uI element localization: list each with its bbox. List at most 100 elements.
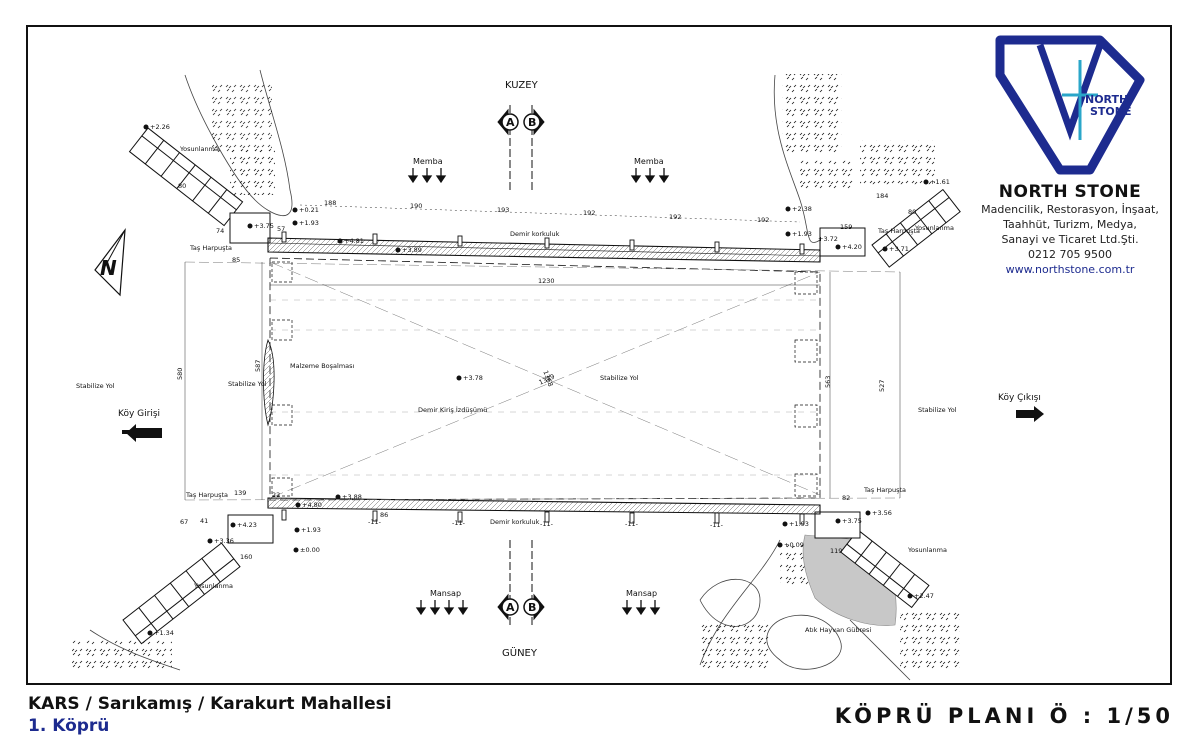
stabilized-road-1: Stabilize Yol — [76, 382, 115, 390]
level-193-d: +1.93 — [789, 520, 809, 528]
dim-span: 1230 — [538, 277, 555, 285]
stone-wall-2: Taş Harpuşta — [877, 227, 920, 235]
stabilized-road-4: Stabilize Yol — [918, 406, 957, 414]
dim-right-inner: 563 — [824, 376, 832, 388]
dim-top-5: 192 — [669, 213, 681, 221]
section-a-bottom: A — [506, 601, 515, 614]
south-label: GÜNEY — [502, 646, 538, 659]
bridge-deck — [184, 231, 901, 525]
north-stone-logo: NORTH STONE — [995, 35, 1145, 175]
village-exit-arrow — [1016, 406, 1044, 422]
iron-railing-bottom: Demir korkuluk — [490, 518, 540, 526]
dim-bottom-left: 139 — [234, 489, 246, 497]
animal-waste: Atık Hayvan Gübresi — [805, 626, 871, 634]
logo-brand-line2: STONE — [1090, 105, 1132, 118]
logo-brand-line1: NORTH — [1085, 93, 1128, 106]
company-line-2: Taahhüt, Turizm, Medya, — [1003, 218, 1137, 231]
level-193-c: +1.93 — [301, 526, 321, 534]
north-label: KUZEY — [505, 80, 539, 91]
moss-2: Yosunlanma — [914, 224, 954, 232]
dim-left-inner: 587 — [254, 360, 262, 372]
level-389: +3.89 — [402, 246, 422, 254]
dim-159: 159 — [840, 223, 852, 231]
dim-bottom-right: 82 — [842, 494, 850, 502]
level-markers — [143, 124, 929, 636]
level-481: +4.81 — [344, 237, 364, 245]
vegetation — [72, 74, 960, 670]
dim-top-1: 188 — [324, 199, 336, 207]
wing-walls — [122, 127, 961, 645]
company-phone: 0212 705 9500 — [1028, 248, 1112, 261]
dim-top-3: 193 — [497, 206, 509, 214]
company-line-3: Sanayi ve Ticaret Ltd.Şti. — [1001, 233, 1139, 246]
level-247: +2.47 — [914, 592, 934, 600]
dim-11-b: -11- — [452, 519, 466, 527]
dim-left-height: 580 — [176, 368, 184, 380]
drawing-title: KÖPRÜ PLANI Ö : 1/50 — [834, 704, 1174, 728]
moss-1: Yosunlanma — [179, 145, 219, 153]
level-000: ±0.00 — [300, 546, 320, 554]
level-375-b: +3.75 — [842, 517, 862, 525]
dim-119: 119 — [830, 547, 842, 555]
dim-top-6: 192 — [757, 216, 769, 224]
level-372: +3.72 — [818, 235, 838, 243]
company-info: NORTH STONE Madencilik, Restorasyon, İnş… — [970, 182, 1170, 277]
dim-11-e: -11- — [710, 521, 724, 529]
section-b-bottom: B — [528, 601, 536, 614]
level-336: +3.36 — [214, 537, 234, 545]
upstream-right: Memba — [634, 157, 664, 166]
village-entry-arrow-body — [126, 424, 162, 442]
upstream-left: Memba — [413, 157, 443, 166]
drawing-frame — [26, 25, 1172, 685]
plan-labels: KUZEY GÜNEY A B A B Memba Memba Mansap M… — [76, 80, 1041, 659]
dim-11-a: -11- — [368, 518, 382, 526]
stone-wall-3: Taş Harpuşta — [185, 491, 228, 499]
dim-184: 184 — [876, 192, 888, 200]
dim-57: 57 — [277, 225, 285, 233]
dim-74: 74 — [216, 227, 224, 235]
moss-3: Yosunlanma — [907, 546, 947, 554]
dim-67: 67 — [180, 518, 188, 526]
company-name: NORTH STONE — [998, 182, 1142, 202]
level-161: +1.61 — [930, 178, 950, 186]
level-420: +4.20 — [842, 243, 862, 251]
north-arrow-label: N — [100, 256, 117, 280]
dim-top-4: 192 — [583, 209, 595, 217]
level-388: +3.88 — [342, 493, 362, 501]
level-021: +0.21 — [299, 206, 319, 214]
dim-160: 160 — [240, 553, 252, 561]
level-134: +1.34 — [154, 629, 174, 637]
level-009: +0.09 — [784, 541, 804, 549]
level-238: +2.38 — [792, 205, 812, 213]
dim-41: 41 — [200, 517, 208, 525]
downstream-right: Mansap — [626, 589, 657, 598]
dim-right-height: 527 — [878, 380, 886, 392]
moss-4: Yosunlanma — [193, 582, 233, 590]
dim-80-a: 80 — [178, 182, 186, 190]
material-dump: Malzeme Boşalması — [290, 362, 355, 370]
level-193-a: +1.93 — [299, 219, 319, 227]
section-b-top: B — [528, 116, 536, 129]
dim-86: 86 — [380, 511, 388, 519]
dim-left-wall: 85 — [232, 256, 240, 264]
company-line-1: Madencilik, Restorasyon, İnşaat, — [981, 203, 1159, 216]
dim-11-c: -11- — [540, 520, 554, 528]
bridge-number: 1. Köprü — [28, 716, 110, 736]
level-193-b: +1.93 — [792, 230, 812, 238]
dim-11-d: -11- — [625, 520, 639, 528]
dim-22: 22 — [272, 491, 280, 499]
project-location: KARS / Sarıkamış / Karakurt Mahallesi 1.… — [28, 694, 392, 736]
village-exit-label: Köy Çıkışı — [998, 393, 1041, 403]
stabilized-road-2: Stabilize Yol — [228, 380, 267, 388]
level-371: +3.71 — [889, 245, 909, 253]
level-375-a: +3.75 — [254, 222, 274, 230]
stone-wall-4: Taş Harpuşta — [863, 486, 906, 494]
dimension-lines — [184, 204, 901, 500]
section-a-top: A — [506, 116, 515, 129]
level-378: +3.78 — [463, 374, 483, 382]
north-arrow — [94, 227, 126, 297]
stone-wall-1: Taş Harpuşta — [189, 244, 232, 252]
iron-railing-top: Demir korkuluk — [510, 230, 560, 238]
company-website[interactable]: www.northstone.com.tr — [1005, 263, 1135, 276]
